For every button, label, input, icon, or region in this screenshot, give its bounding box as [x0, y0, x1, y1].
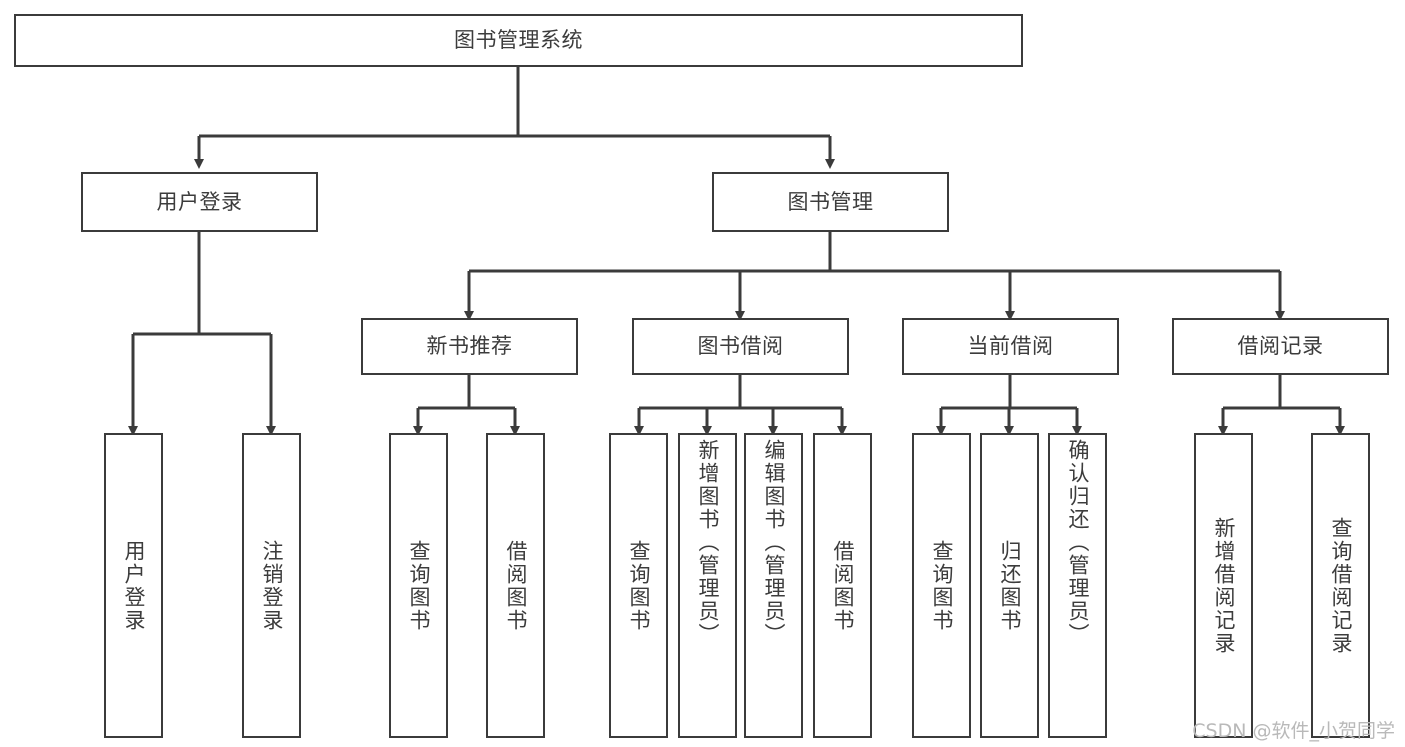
node-new-book-recommend-label: 新书推荐: [426, 334, 513, 359]
node-book-manage[interactable]: 图书管理: [712, 172, 949, 232]
leaf-book-borrow-query-label: 查询图书: [626, 539, 651, 632]
node-new-book-recommend[interactable]: 新书推荐: [361, 318, 578, 375]
node-book-borrow-label: 图书借阅: [697, 334, 784, 359]
leaf-book-borrow-borrow[interactable]: 借阅图书: [813, 433, 872, 738]
node-borrow-record-label: 借阅记录: [1237, 334, 1324, 359]
leaf-current-borrow-confirm-label: 确认归还（管理员）: [1065, 439, 1090, 646]
leaf-current-borrow-query-label: 查询图书: [929, 539, 954, 632]
leaf-new-book-query-label: 查询图书: [406, 539, 431, 632]
node-root-label: 图书管理系统: [454, 28, 583, 53]
leaf-new-book-borrow[interactable]: 借阅图书: [486, 433, 545, 738]
leaf-new-book-borrow-label: 借阅图书: [503, 539, 528, 632]
leaf-borrow-record-query-label: 查询借阅记录: [1328, 516, 1353, 655]
watermark-text: CSDN @软件_小贺同学: [1192, 720, 1395, 742]
leaf-user-login-logout[interactable]: 注销登录: [242, 433, 301, 738]
node-book-borrow[interactable]: 图书借阅: [632, 318, 849, 375]
node-book-manage-label: 图书管理: [787, 189, 874, 214]
leaf-book-borrow-edit[interactable]: 编辑图书（管理员）: [744, 433, 803, 738]
node-user-login-label: 用户登录: [156, 189, 243, 214]
leaf-user-login-login-label: 用户登录: [121, 539, 146, 632]
node-user-login[interactable]: 用户登录: [81, 172, 318, 232]
leaf-borrow-record-query[interactable]: 查询借阅记录: [1311, 433, 1370, 738]
leaf-book-borrow-borrow-label: 借阅图书: [830, 539, 855, 632]
leaf-current-borrow-confirm[interactable]: 确认归还（管理员）: [1048, 433, 1107, 738]
leaf-current-borrow-return-label: 归还图书: [997, 539, 1022, 632]
leaf-book-borrow-query[interactable]: 查询图书: [609, 433, 668, 738]
leaf-book-borrow-edit-label: 编辑图书（管理员）: [761, 439, 786, 646]
leaf-borrow-record-add[interactable]: 新增借阅记录: [1194, 433, 1253, 738]
leaf-user-login-login[interactable]: 用户登录: [104, 433, 163, 738]
leaf-borrow-record-add-label: 新增借阅记录: [1211, 516, 1236, 655]
node-borrow-record[interactable]: 借阅记录: [1172, 318, 1389, 375]
leaf-book-borrow-add[interactable]: 新增图书（管理员）: [678, 433, 737, 738]
leaf-user-login-logout-label: 注销登录: [259, 539, 284, 632]
leaf-current-borrow-query[interactable]: 查询图书: [912, 433, 971, 738]
leaf-current-borrow-return[interactable]: 归还图书: [980, 433, 1039, 738]
leaf-new-book-query[interactable]: 查询图书: [389, 433, 448, 738]
leaf-book-borrow-add-label: 新增图书（管理员）: [695, 439, 720, 646]
node-current-borrow-label: 当前借阅: [967, 334, 1054, 359]
node-root[interactable]: 图书管理系统: [14, 14, 1023, 67]
node-current-borrow[interactable]: 当前借阅: [902, 318, 1119, 375]
